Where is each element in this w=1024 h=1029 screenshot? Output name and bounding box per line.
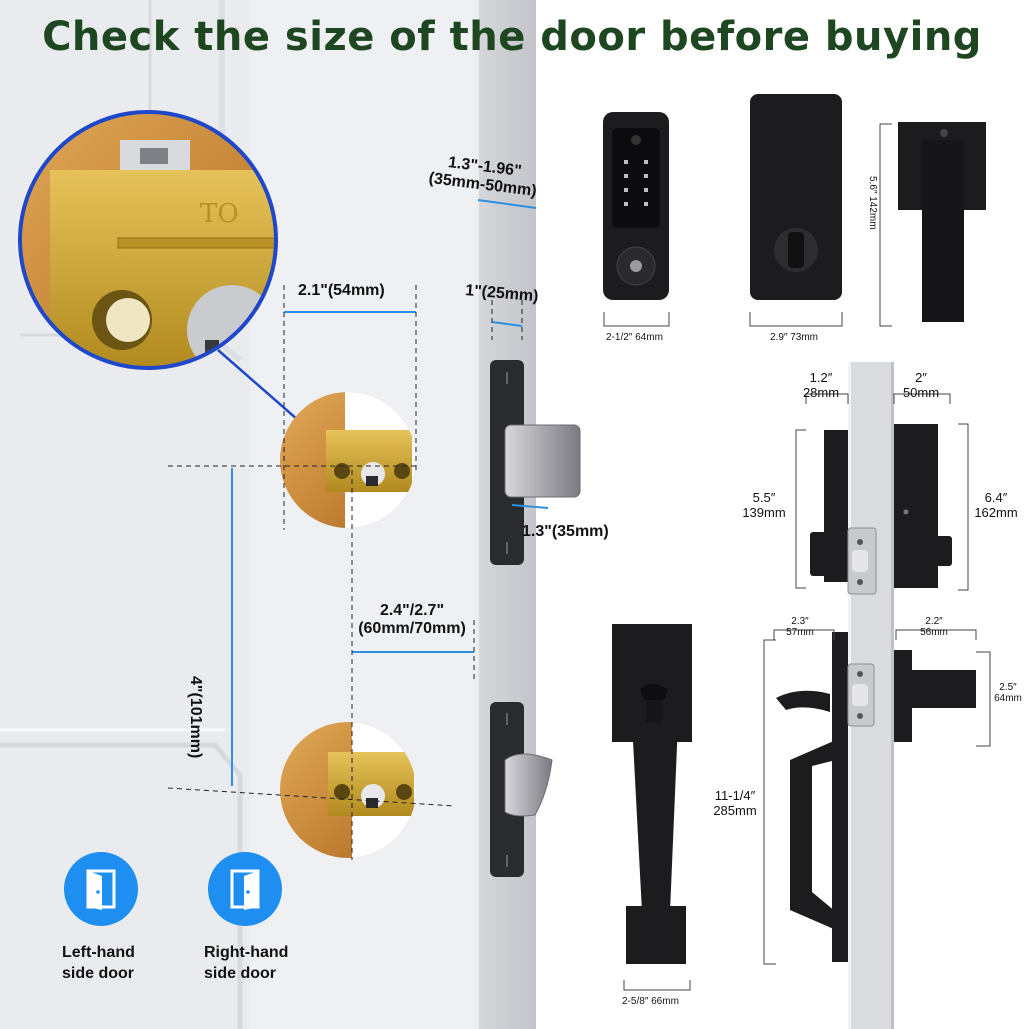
top-right-guides [603,123,892,327]
handleset-back-depth-label: 2.2″ 56mm [920,616,948,638]
deadbolt-faceplate [490,360,581,565]
lever-height-label: 5.6″ 142mm [867,176,878,230]
back-width-label: 2.9″ 73mm [770,332,819,343]
dimension-extension-lines [167,285,523,860]
front-height-label: 5.5″ 139mm [742,490,786,520]
backset-mm: (60mm/70mm) [358,620,466,637]
left-hand-door-icon [64,852,138,926]
keypad-width-label: 2-1/2″ 64mm [606,332,663,343]
handleset-plate-width-label: 2-5/8″ 66mm [622,996,679,1007]
handleset-front-depth-label: 2.3″ 57mm [786,616,814,638]
lever-size-label: 2.5″ 64mm [994,682,1022,704]
handleset-side-photo [776,632,976,962]
handleset-front-photo [612,624,692,964]
bottom-bore-hole [280,722,416,858]
top-bore-hole [280,392,416,528]
front-depth-label: 1.2″ 28mm [802,370,840,400]
backset-value: 2.4"/2.7" [379,602,445,619]
backset-label: 2.4"/2.7" (60mm/70mm) [348,602,476,638]
back-depth-label: 2″ 50mm [902,370,940,400]
bottom-right-guides [623,629,991,991]
dimension-lines [231,199,549,786]
back-height-label: 6.4″ 162mm [974,490,1018,520]
right-hand-label: Right-hand side door [204,944,289,982]
magnified-latch-detail: TO [18,110,331,449]
mid-right-guides [795,393,969,591]
bolt-throw-label: 1.3"(35mm) [522,523,609,540]
deadbolt-back-photo [750,94,842,300]
handleset-height-label: 11-1/4″ 285mm [713,788,757,818]
page-title: Check the size of the door before buying [42,14,982,60]
right-hand-door-icon [208,852,282,926]
latch-faceplate [490,702,553,877]
keypad-front-photo [603,112,669,300]
bolt-hole-width-label: 2.1"(54mm) [298,282,385,299]
lever-side-photo [898,122,986,322]
hole-spacing-label: 4"(101mm) [187,676,204,759]
left-hand-label: Left-hand side door [62,944,135,982]
svg-text:TO: TO [200,199,239,229]
